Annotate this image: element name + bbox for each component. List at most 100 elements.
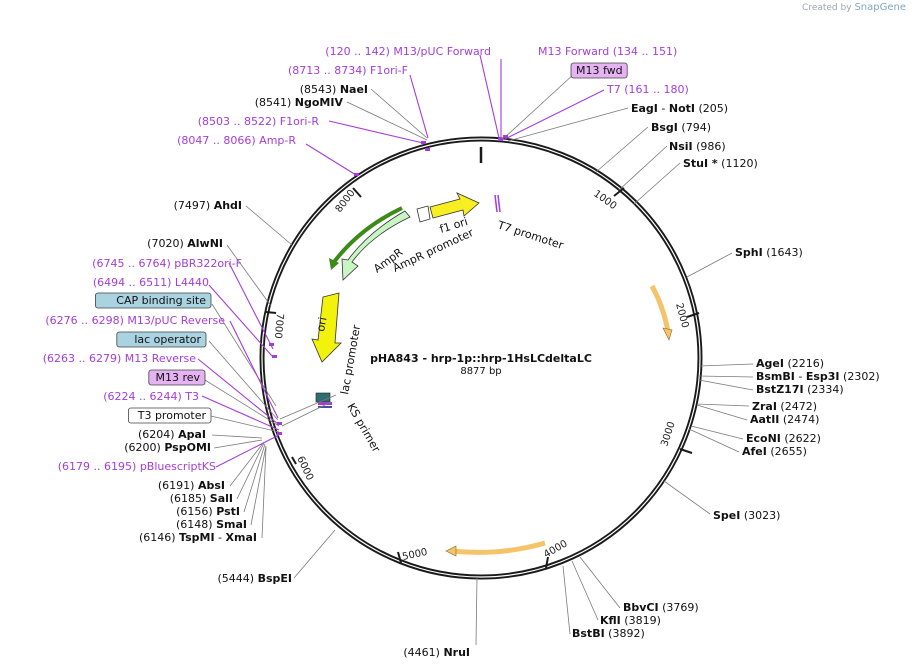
leader-line xyxy=(507,107,629,142)
leader-line xyxy=(699,363,754,367)
label-m13-forward: M13 Forward (134 .. 151) xyxy=(538,45,677,58)
svg-text:(6191) AbsI: (6191) AbsI xyxy=(158,479,225,492)
leader-line xyxy=(211,434,263,439)
svg-text:(4461) NruI: (4461) NruI xyxy=(403,646,470,659)
svg-text:(6263 .. 6279) M13 Reverse: (6263 .. 6279) M13 Reverse xyxy=(43,352,196,365)
label-agei: AgeI (2216) xyxy=(756,357,824,370)
label-l4440: (6494 .. 6511) L4440 xyxy=(93,276,209,289)
label-alwni: (7020) AlwNI xyxy=(147,237,223,250)
leader-line xyxy=(409,74,429,139)
leader-line xyxy=(211,303,277,407)
leader-line xyxy=(698,375,754,378)
svg-text:(8503 .. 8522) F1ori-R: (8503 .. 8522) F1ori-R xyxy=(198,115,320,128)
leader-line xyxy=(197,358,279,425)
svg-text:(6224 .. 6244) T3: (6224 .. 6244) T3 xyxy=(103,390,199,403)
tick-label-4000: 4000 xyxy=(542,538,570,560)
leader-line xyxy=(579,556,621,609)
svg-text:NsiI (986): NsiI (986) xyxy=(669,140,726,153)
label-nsii: NsiI (986) xyxy=(669,140,726,153)
label-m13puc-fwd: (120 .. 142) M13/pUC Forward xyxy=(325,45,491,58)
label-ampr-promoter: AmpR promoter xyxy=(391,226,476,275)
svg-text:SpeI (3023): SpeI (3023) xyxy=(713,509,780,522)
svg-text:BstBI (3892): BstBI (3892) xyxy=(572,627,645,640)
svg-text:(7020) AlwNI: (7020) AlwNI xyxy=(147,237,223,250)
leader-line xyxy=(696,403,750,407)
tick-label-7000: 7000 xyxy=(272,313,285,339)
label-pspomi: (6200) PspOMI xyxy=(124,441,211,454)
primer-site-mark xyxy=(503,135,508,138)
label-box xyxy=(116,331,207,348)
label-cap-box: CAP binding site xyxy=(95,292,212,309)
leader-line xyxy=(633,162,681,205)
label-pbr322: (6745 .. 6764) pBR322ori-F xyxy=(92,257,242,270)
label-kfli: KflI (3819) xyxy=(600,614,661,627)
snapgene-logo: SnapGene xyxy=(854,2,906,13)
label-layer: (120 .. 142) M13/pUC Forward (8713 .. 873… xyxy=(43,45,880,659)
svg-text:(6146) TspMI - XmaI: (6146) TspMI - XmaI xyxy=(139,531,257,544)
label-box xyxy=(570,62,628,79)
leader-line xyxy=(688,428,740,453)
label-spei: SpeI (3023) xyxy=(713,509,780,522)
label-bspei: (5444) BspEI xyxy=(218,572,293,585)
tick-label-3000: 3000 xyxy=(659,420,677,448)
feature-green-arc xyxy=(332,206,403,264)
leader-lines xyxy=(197,54,754,646)
label-lacop-box: lac operator xyxy=(116,331,207,348)
leader-line xyxy=(690,425,744,440)
svg-text:AatII (2474): AatII (2474) xyxy=(750,413,819,426)
label-bbvci: BbvCI (3769) xyxy=(623,601,699,614)
ring-ticks xyxy=(265,187,700,569)
leader-line xyxy=(208,284,273,357)
leader-line xyxy=(215,434,280,468)
label-sphi: SphI (1643) xyxy=(735,246,803,259)
label-zrai: ZraI (2472) xyxy=(752,400,817,413)
svg-text:EagI - NotI (205): EagI - NotI (205) xyxy=(631,102,728,115)
svg-text:StuI * (1120): StuI * (1120) xyxy=(683,157,758,170)
svg-text:ZraI (2472): ZraI (2472) xyxy=(752,400,817,413)
svg-text:(6494 .. 6511) L4440: (6494 .. 6511) L4440 xyxy=(93,276,209,289)
leader-line xyxy=(571,560,599,621)
svg-text:BbvCI (3769): BbvCI (3769) xyxy=(623,601,699,614)
label-naei: (8543) NaeI xyxy=(300,83,368,96)
label-box xyxy=(148,369,206,386)
svg-text:(6200) PspOMI: (6200) PspOMI xyxy=(124,441,211,454)
leader-line xyxy=(226,244,272,307)
feature-ampr-promoter-arrow xyxy=(416,205,431,223)
leader-line xyxy=(346,101,428,141)
leader-line xyxy=(243,443,266,513)
feature-arc-bottom xyxy=(451,540,546,555)
leader-line xyxy=(698,379,754,391)
leader-line xyxy=(328,120,424,144)
label-bstbi: BstBI (3892) xyxy=(572,627,645,640)
svg-text:(8713 .. 8734) F1ori-F: (8713 .. 8734) F1ori-F xyxy=(288,64,408,77)
leader-line xyxy=(595,126,649,173)
feature-ori-arrow xyxy=(311,292,342,363)
leader-line xyxy=(696,404,748,421)
label-t7: T7 (161 .. 180) xyxy=(606,83,689,96)
svg-text:(7497) AhdI: (7497) AhdI xyxy=(174,199,242,212)
leader-line xyxy=(210,415,280,433)
label-afei: AfeI (2655) xyxy=(742,445,807,458)
svg-text:M13 rev: M13 rev xyxy=(155,371,200,384)
svg-text:(6204) ApaI: (6204) ApaI xyxy=(138,428,206,441)
primer-site-mark xyxy=(269,343,274,346)
leader-line xyxy=(305,143,357,176)
label-sali: (6185) SalI xyxy=(170,492,233,505)
label-nrui: (4461) NruI xyxy=(403,646,470,659)
leader-line xyxy=(663,480,711,515)
plasmid-title: pHA843 - hrp-1p::hrp-1HsLCdeltaLC xyxy=(370,352,592,365)
label-smai: (6148) SmaI xyxy=(176,518,247,531)
label-m13-reverse: (6263 .. 6279) M13 Reverse xyxy=(43,352,196,365)
credit-prefix: Created by xyxy=(802,3,852,13)
leader-line xyxy=(228,262,274,350)
svg-text:T3 promoter: T3 promoter xyxy=(137,409,207,422)
svg-text:(8541) NgoMIV: (8541) NgoMIV xyxy=(255,96,344,109)
leader-line xyxy=(502,73,575,140)
leader-line xyxy=(208,340,279,421)
svg-text:BstZ17I (2334): BstZ17I (2334) xyxy=(756,383,844,396)
snapgene-credit: Created by SnapGene xyxy=(802,2,906,13)
primer-site-mark xyxy=(354,173,359,176)
label-pbluescript: (6179 .. 6195) pBluescriptKS xyxy=(58,460,216,473)
leader-line xyxy=(370,88,428,139)
